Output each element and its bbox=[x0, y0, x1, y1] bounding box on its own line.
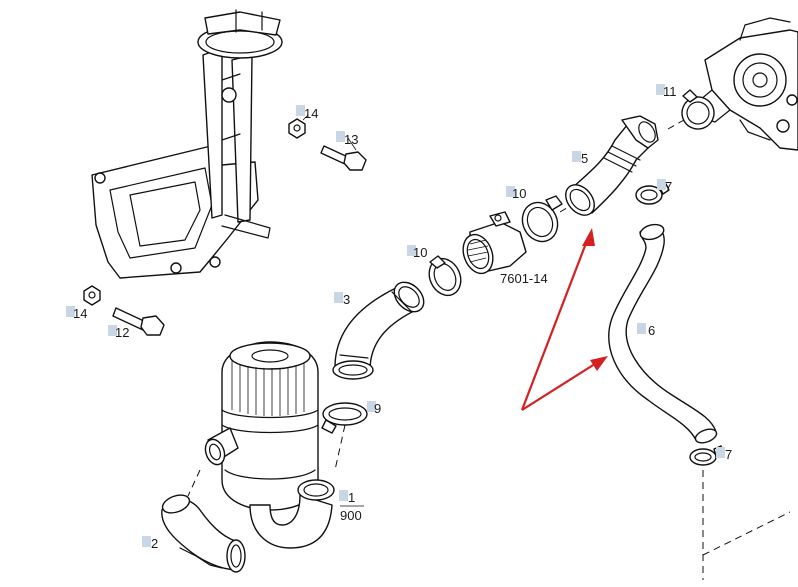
nut-14-lower bbox=[83, 285, 101, 306]
callout-6: 6 bbox=[648, 323, 655, 338]
callout-9: 9 bbox=[374, 401, 381, 416]
clamp-9 bbox=[321, 402, 368, 434]
hose-6 bbox=[608, 223, 718, 444]
clamp-11 bbox=[681, 89, 715, 130]
mounting-bracket bbox=[91, 9, 283, 279]
part-number-label: 7601-14 bbox=[500, 271, 548, 286]
callout-12: 12 bbox=[115, 325, 129, 340]
bolt-12 bbox=[112, 307, 165, 336]
callout-3: 3 bbox=[343, 292, 350, 307]
air-filter-housing bbox=[204, 341, 335, 549]
nut-14-upper bbox=[288, 114, 309, 139]
callout-5: 5 bbox=[581, 151, 588, 166]
clamp-10-left bbox=[428, 255, 462, 297]
callout-1: 1 bbox=[348, 490, 355, 505]
intake-pipe-5 bbox=[565, 115, 659, 216]
sub-label-900: 900 bbox=[340, 508, 362, 523]
callout-10-left: 10 bbox=[413, 245, 427, 260]
callout-boxes bbox=[66, 84, 725, 547]
callout-2: 2 bbox=[151, 536, 158, 551]
clamp-10-right bbox=[521, 195, 563, 243]
callout-10-right: 10 bbox=[512, 186, 526, 201]
elbow-hose-3 bbox=[332, 281, 425, 380]
hose-2 bbox=[161, 494, 246, 573]
clamp-7-upper bbox=[635, 183, 670, 205]
callout-14-lower: 14 bbox=[73, 306, 87, 321]
bolt-13 bbox=[320, 137, 367, 171]
callout-14-upper: 14 bbox=[304, 106, 318, 121]
assembly-guide-lines bbox=[187, 119, 791, 580]
callout-11: 11 bbox=[663, 84, 677, 99]
callout-7-upper: 7 bbox=[665, 179, 672, 194]
turbocharger bbox=[699, 17, 798, 151]
callout-13: 13 bbox=[344, 132, 358, 147]
mass-air-flow-sensor bbox=[462, 211, 527, 275]
highlight-arrows bbox=[520, 228, 608, 411]
callout-7-lower: 7 bbox=[725, 447, 732, 462]
